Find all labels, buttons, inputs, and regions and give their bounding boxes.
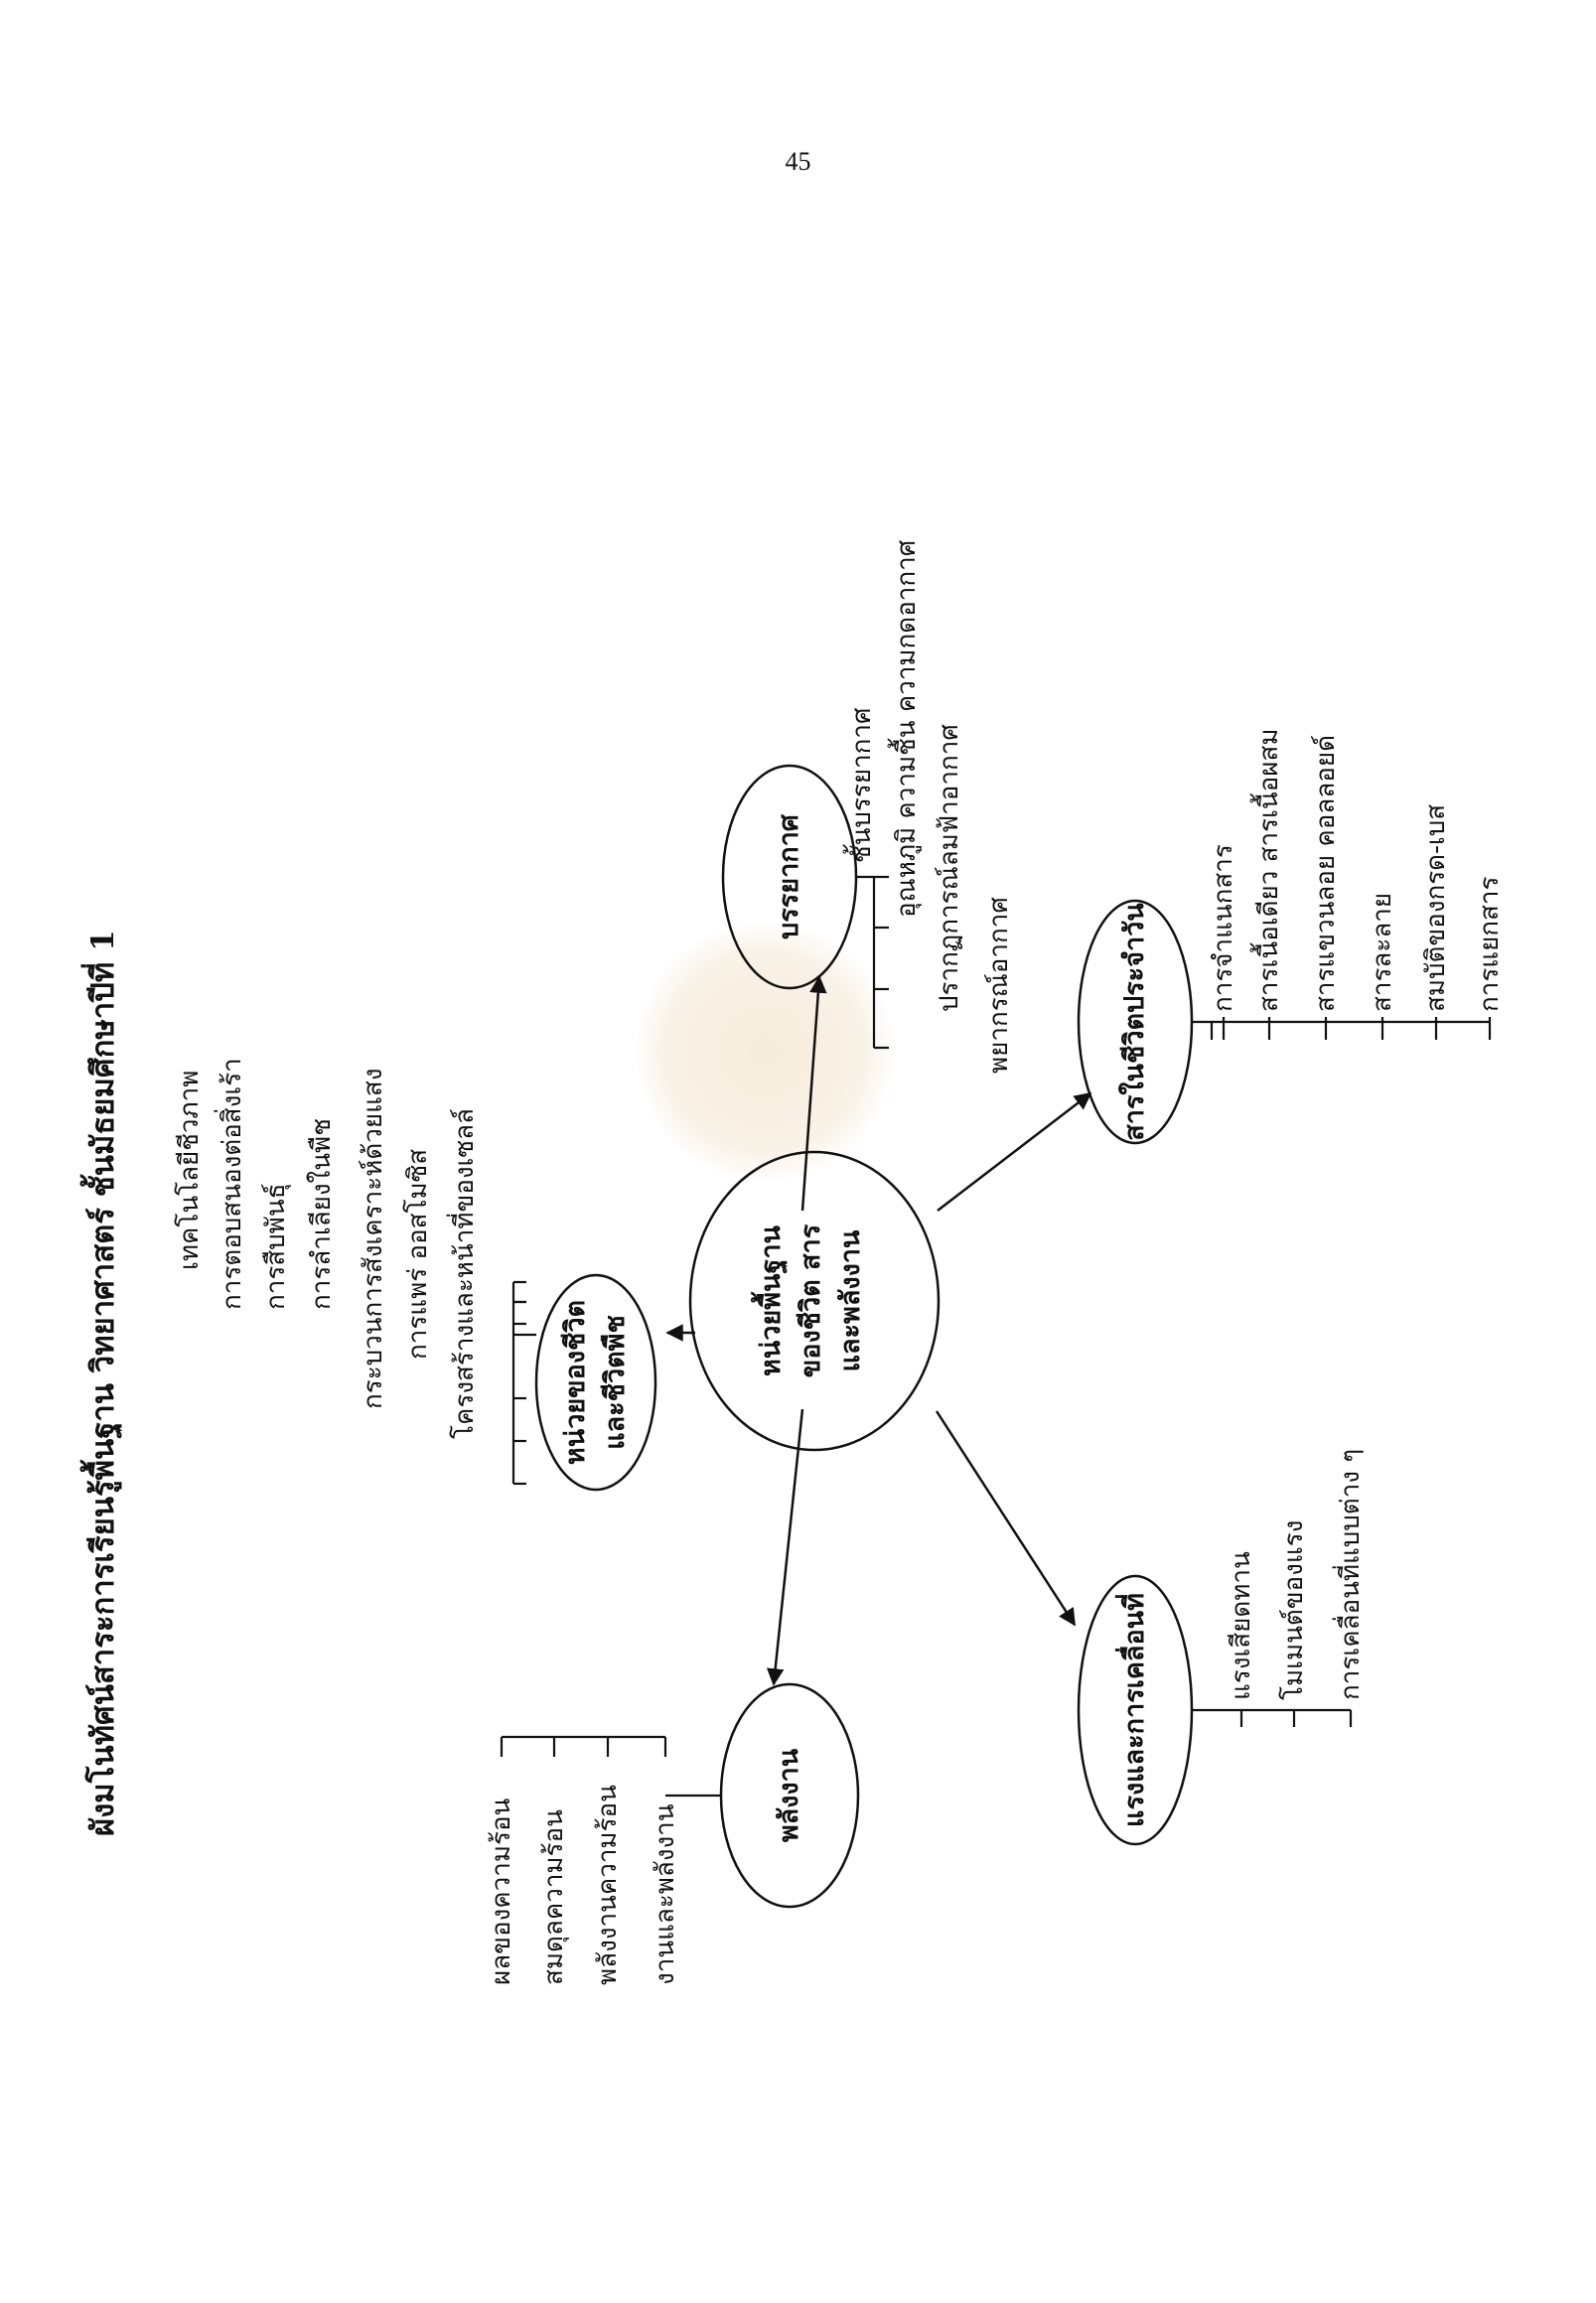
substances-node: สารในชีวิตประจำวัน [1119,903,1150,1141]
substances-item: การจำแนกสาร [1209,844,1238,1012]
plants-item: การลำเลียงในพืช [307,1118,337,1310]
plants-item: การแพร่ ออสโมซิส [403,1148,433,1360]
page-title: ผังมโนทัศน์สาระการเรียนรู้พื้นฐาน วิทยาศ… [85,930,121,1836]
center-line-3: และพลังงาน [835,1229,866,1372]
energy-node: พลังงาน [774,1748,804,1843]
arrow-to-energy [766,1408,804,1686]
arrow-to-atmosphere [800,975,827,1212]
substances-item: การแยกสาร [1475,876,1505,1012]
substances-item: สารเนื้อเดียว สารเนื้อผสม [1254,728,1284,1012]
atmosphere-bracket [856,875,889,1050]
substances-item: สารแขวนลอย คอลลอยด์ [1311,735,1341,1012]
plants-bracket [511,1280,536,1486]
plants-item: การสืบพันธุ์ [261,1183,291,1310]
forces-node: แรงและการเคลื่อนที่ [1119,1593,1150,1827]
plants-item: การตอบสนองต่อสิ่งเร้า [218,1058,247,1310]
center-line-1: หน่วยพื้นฐาน [756,1225,787,1377]
plants-item: กระบวนการสังเคราะห์ด้วยแสง [359,1068,388,1409]
atmosphere-item: ปรากฏการณ์ลมฟ้าอากาศ [935,724,964,1012]
forces-item: โมเมนต์ของแรง [1279,1519,1309,1700]
atmosphere-item: อุณหภูมิ ความชื้น ความกดอากาศ [892,539,922,918]
forces-item: การเคลื่อนที่แบบต่าง ๆ [1336,1448,1366,1700]
substances-bracket [1192,1017,1492,1040]
atmosphere-item: ชั้นบรรยากาศ [847,707,877,863]
energy-item: งานและพลังงาน [651,1803,680,1985]
plants-item: โครงสร้างและหน้าที่ของเซลล์ [450,1108,480,1439]
forces-item: แรงเสียดทาน [1227,1551,1256,1700]
atmosphere-node: บรรยากาศ [774,814,804,939]
page-number: 45 [785,147,811,176]
energy-item: พลังงานความร้อน [593,1785,623,1985]
plants-node: หน่วยของชีวิต และชีวิตพืช [556,1283,636,1482]
plants-item: เทคโนโลยีชีวภาพ [175,1070,205,1270]
energy-item: สมดุลความร้อน [539,1809,569,1985]
arrow-to-forces [935,1410,1077,1627]
substances-item: สมบัติของกรด-เบส [1421,803,1451,1012]
plants-line-2: และชีวิตพืช [600,1315,631,1450]
plants-ellipse [534,1273,657,1492]
plants-line-1: หน่วยของชีวิต [560,1299,591,1466]
substances-item: สารละลาย [1368,892,1397,1012]
atmosphere-item: พยากรณ์อากาศ [984,897,1014,1074]
center-node: หน่วยพื้นฐาน ของชีวิต สาร และพลังงาน [752,1182,871,1420]
center-ellipse [688,1150,941,1452]
center-line-2: ของชีวิต สาร [796,1223,826,1378]
energy-item: ผลของความร้อน [487,1798,516,1985]
arrow-to-substances [937,1091,1092,1212]
energy-bracket [500,1735,721,1798]
forces-bracket [1192,1708,1353,1727]
